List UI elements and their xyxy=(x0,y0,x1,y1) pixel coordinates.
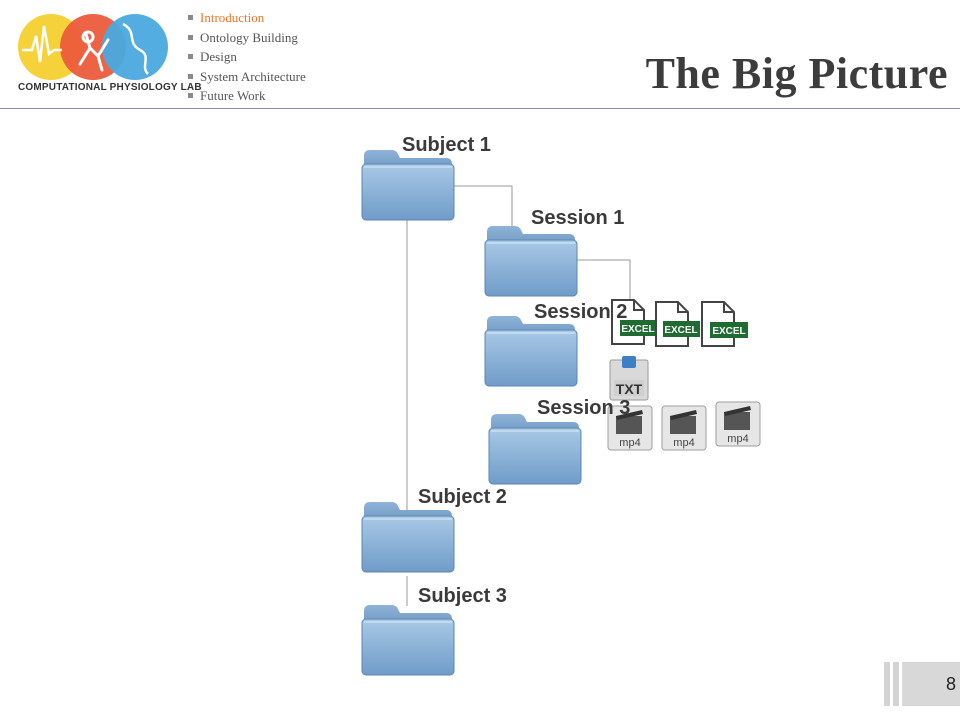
mp4-file-icon[interactable]: mp4 xyxy=(607,405,653,451)
txt-file-icon[interactable]: TXT xyxy=(609,356,649,401)
nav-item-introduction[interactable]: Introduction xyxy=(188,8,306,28)
folder-session-1-icon[interactable] xyxy=(484,225,578,297)
excel-file-icon[interactable]: EXCEL xyxy=(655,301,700,347)
folder-session-2-icon[interactable] xyxy=(484,315,578,387)
slide-title: The Big Picture xyxy=(645,49,948,98)
folder-subject-2-icon[interactable] xyxy=(361,501,455,573)
session-2-label: Session 2 xyxy=(534,301,628,323)
logo-text: COMPUTATIONAL PHYSIOLOGY LAB xyxy=(18,82,202,93)
section-nav: Introduction Ontology Building Design Sy… xyxy=(188,8,306,106)
mp4-file-icon[interactable]: mp4 xyxy=(715,401,761,447)
mp4-label: mp4 xyxy=(673,437,694,449)
folder-subject-3-icon[interactable] xyxy=(361,604,455,676)
folder-session-3-icon[interactable] xyxy=(488,413,582,485)
excel-file-icon[interactable]: EXCEL xyxy=(611,299,656,345)
connector-lines xyxy=(406,185,631,606)
excel-file-icon[interactable]: EXCEL xyxy=(701,301,748,347)
excel-label: EXCEL xyxy=(664,325,697,336)
excel-label: EXCEL xyxy=(712,326,745,337)
folder-subject-1-icon[interactable] xyxy=(361,149,455,221)
nav-item-ontology-building[interactable]: Ontology Building xyxy=(188,28,306,48)
mp4-file-icon[interactable]: mp4 xyxy=(661,405,707,451)
session-3-label: Session 3 xyxy=(537,397,631,419)
page-number-box: 8 xyxy=(902,662,960,706)
page-number: 8 xyxy=(945,674,956,694)
txt-label: TXT xyxy=(616,381,643,397)
nav-item-system-architecture[interactable]: System Architecture xyxy=(188,67,306,87)
mp4-label: mp4 xyxy=(727,433,748,445)
nav-item-design[interactable]: Design xyxy=(188,47,306,67)
mp4-label: mp4 xyxy=(619,437,640,449)
subject-3-label: Subject 3 xyxy=(418,585,507,607)
header-divider xyxy=(0,108,960,109)
page-bar-decoration xyxy=(893,662,899,706)
excel-label: EXCEL xyxy=(621,324,654,335)
nav-item-future-work[interactable]: Future Work xyxy=(188,86,306,106)
subject-1-label: Subject 1 xyxy=(402,134,491,156)
logo-graphic xyxy=(18,14,168,80)
subject-2-label: Subject 2 xyxy=(418,486,507,508)
page-bar-decoration xyxy=(884,662,890,706)
lab-logo: COMPUTATIONAL PHYSIOLOGY LAB xyxy=(18,12,202,100)
session-1-label: Session 1 xyxy=(531,207,625,229)
